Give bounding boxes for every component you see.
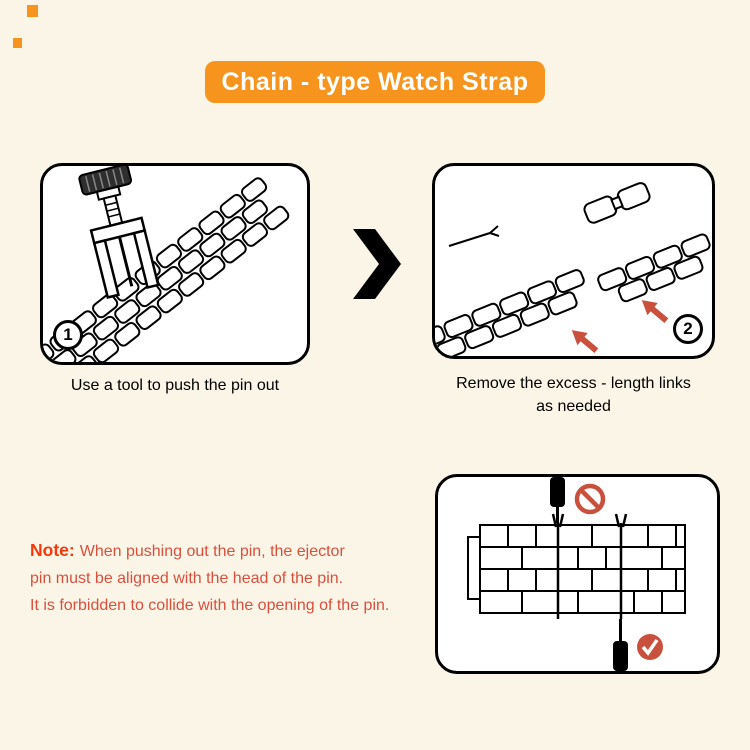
- step1-caption: Use a tool to push the pin out: [70, 377, 280, 394]
- step1-panel: 1: [40, 163, 310, 365]
- step1-number-badge: 1: [53, 320, 83, 350]
- band-schematic: [467, 524, 686, 614]
- band-piece-left: [435, 269, 585, 356]
- note-line: Note:When pushing out the pin, the eject…: [30, 537, 500, 565]
- note-block: Note:When pushing out the pin, the eject…: [30, 537, 500, 619]
- removed-links: [583, 182, 651, 224]
- step2-caption: Remove the excess - length links as need…: [432, 372, 715, 418]
- chevron-right-icon: [353, 229, 401, 299]
- note-text: pin must be aligned with the head of the…: [30, 570, 344, 587]
- step2-caption-line1: Remove the excess - length links: [456, 375, 691, 392]
- link-remover-tool: [78, 166, 160, 299]
- ejector-pin-top: [550, 477, 565, 523]
- red-direction-arrow-icon: [571, 330, 599, 353]
- band-piece-right: [597, 233, 711, 303]
- step2-caption-line2: as needed: [536, 398, 611, 415]
- strap-pins: [551, 513, 628, 619]
- orange-artifact-dot: [27, 5, 38, 17]
- page-title: Chain - type Watch Strap: [205, 61, 545, 103]
- no-collision-icon: [574, 483, 606, 515]
- note-label: Note:: [30, 540, 75, 560]
- step2-number-badge: 2: [673, 314, 703, 344]
- alignment-detail-panel: [435, 474, 720, 674]
- correct-alignment-icon: [637, 634, 663, 660]
- ejector-pin-bottom: [613, 619, 628, 671]
- step2-illustration: [435, 182, 711, 356]
- alignment-illustration: [467, 477, 686, 671]
- note-text: It is forbidden to collide with the open…: [30, 597, 390, 614]
- orange-artifact-dot: [13, 38, 22, 48]
- step2-panel: 2: [432, 163, 715, 359]
- loose-pin: [448, 225, 500, 247]
- step1-illustration: [43, 166, 290, 362]
- red-direction-arrow-icon: [641, 300, 669, 323]
- note-text: When pushing out the pin, the ejector: [79, 543, 345, 560]
